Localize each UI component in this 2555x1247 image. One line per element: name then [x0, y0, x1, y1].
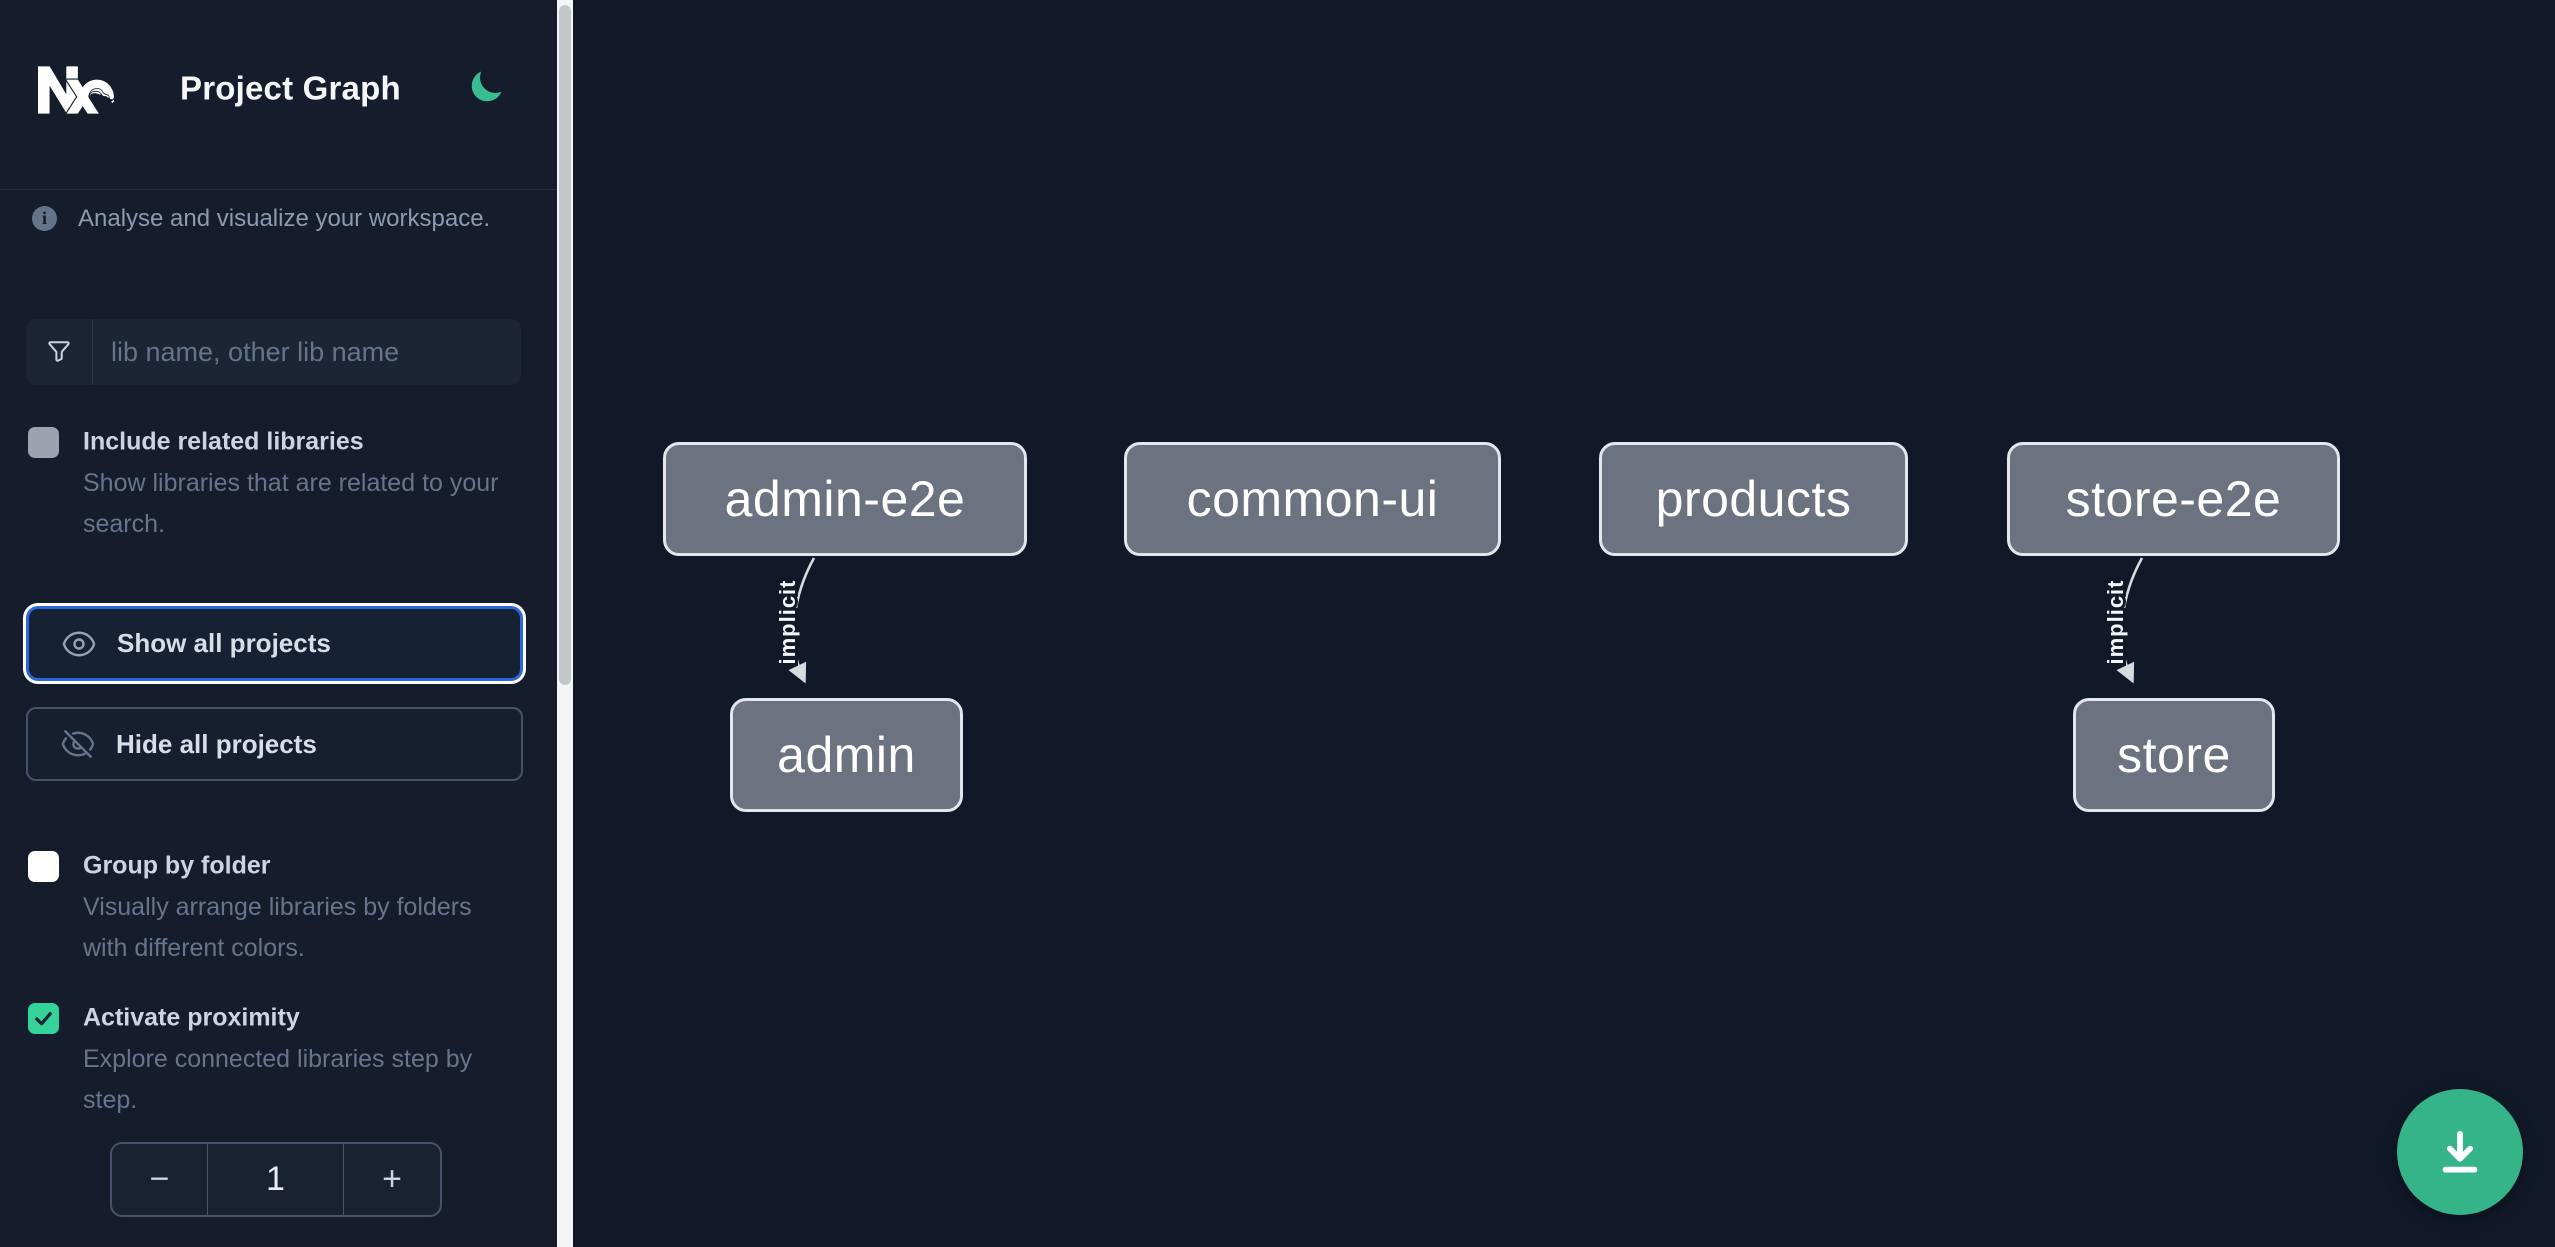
info-icon: i	[32, 206, 57, 231]
project-node-store-e2e[interactable]: store-e2e	[2007, 442, 2340, 556]
funnel-icon	[26, 319, 93, 385]
eye-slash-icon	[61, 730, 95, 758]
edge-label-implicit: implicit	[775, 579, 800, 664]
edge-label-implicit: implicit	[2103, 579, 2128, 664]
setting-description: Visually arrange libraries by folders wi…	[83, 893, 472, 962]
graph-canvas[interactable]: implicit implicit admin-e2e common-ui pr…	[573, 0, 2555, 1247]
sidebar-scrollbar-track	[557, 0, 573, 1247]
sidebar-header: Project Graph	[0, 0, 557, 190]
proximity-depth-value[interactable]: 1	[266, 1160, 285, 1198]
project-node-store[interactable]: store	[2073, 698, 2275, 812]
setting-label: Activate proximity	[83, 1003, 300, 1032]
group-by-folder-checkbox[interactable]	[28, 851, 59, 882]
sidebar-scrollbar-thumb[interactable]	[559, 5, 571, 685]
project-node-admin[interactable]: admin	[730, 698, 963, 812]
check-icon	[35, 1012, 52, 1026]
download-icon	[2442, 1130, 2478, 1173]
project-node-common-ui[interactable]: common-ui	[1124, 442, 1501, 556]
edge-admin-e2e-to-admin	[788, 557, 816, 684]
download-graph-button[interactable]	[2397, 1089, 2523, 1215]
filter-search-box	[26, 319, 521, 385]
setting-description: Explore connected libraries step by step…	[83, 1045, 473, 1114]
project-node-products[interactable]: products	[1599, 442, 1908, 556]
show-all-projects-button[interactable]: Show all projects	[26, 606, 523, 681]
sidebar: Project Graph i Analyse and visualize yo…	[0, 0, 557, 1247]
page-title: Project Graph	[180, 69, 401, 107]
setting-label: Group by folder	[83, 851, 271, 880]
hide-all-projects-button[interactable]: Hide all projects	[26, 707, 523, 781]
project-node-admin-e2e[interactable]: admin-e2e	[663, 442, 1027, 556]
info-text: Analyse and visualize your workspace.	[78, 205, 491, 232]
setting-description: Show libraries that are related to your …	[83, 469, 499, 538]
graph-edges: implicit implicit	[772, 557, 2144, 684]
workspace-info: i Analyse and visualize your workspace.	[0, 195, 557, 245]
decrement-button[interactable]: −	[112, 1144, 208, 1215]
setting-label: Include related libraries	[83, 427, 364, 456]
moon-icon	[471, 71, 502, 102]
hide-all-projects-label: Hide all projects	[116, 728, 317, 759]
show-all-projects-label: Show all projects	[117, 628, 331, 658]
activate-proximity-checkbox[interactable]	[28, 1003, 59, 1034]
proximity-depth-stepper: − 1 +	[110, 1142, 442, 1217]
include-related-libraries-checkbox[interactable]	[28, 427, 59, 458]
eye-icon	[62, 631, 96, 656]
search-input[interactable]	[93, 319, 521, 385]
theme-toggle-button[interactable]	[466, 68, 506, 108]
edge-store-e2e-to-store	[2116, 557, 2144, 684]
increment-button[interactable]: +	[343, 1144, 440, 1215]
nx-logo	[38, 66, 115, 114]
